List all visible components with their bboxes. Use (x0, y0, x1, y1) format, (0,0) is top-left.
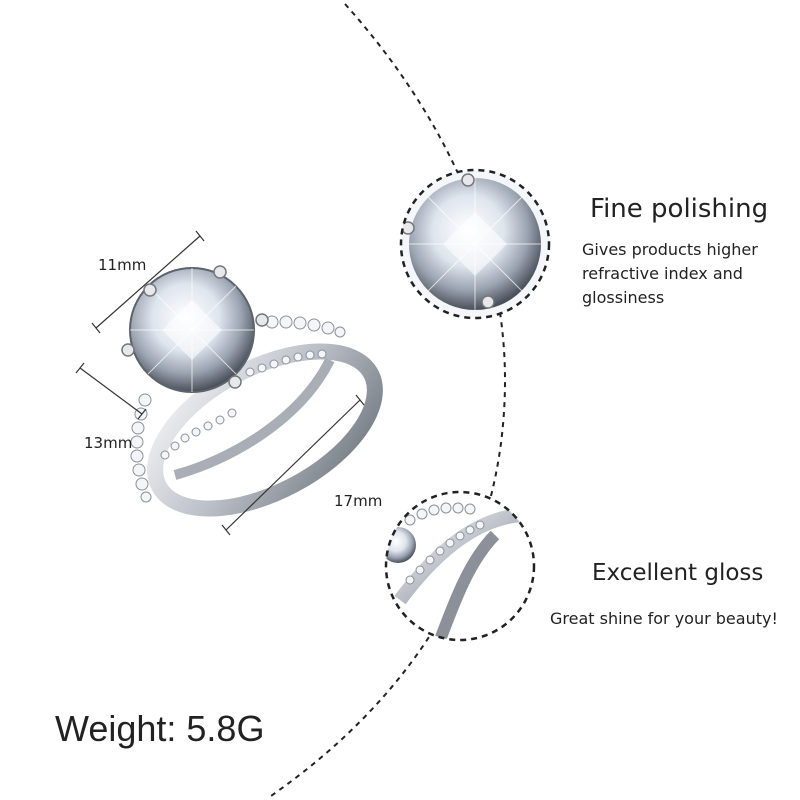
feature-gloss-description: Great shine for your beauty! (550, 609, 778, 628)
dimension-lines (75, 230, 365, 536)
feature-polishing-line-2: refractive index and (582, 264, 743, 283)
dimension-height-label: 13mm (84, 434, 133, 452)
feature-polishing-line-1: Gives products higher (582, 240, 758, 259)
dimension-band-label: 17mm (334, 492, 383, 510)
feature-polishing-line-3: glossiness (582, 288, 665, 307)
detail-gem-closeup (399, 168, 551, 320)
detail-band-closeup (384, 490, 536, 642)
ring-image (121, 265, 383, 517)
feature-polishing-title: Fine polishing (590, 194, 769, 224)
dimension-width-label: 11mm (98, 256, 147, 274)
weight-label: Weight: 5.8G (55, 708, 265, 749)
feature-gloss-title: Excellent gloss (592, 560, 764, 586)
dashed-arc (267, 3, 507, 799)
